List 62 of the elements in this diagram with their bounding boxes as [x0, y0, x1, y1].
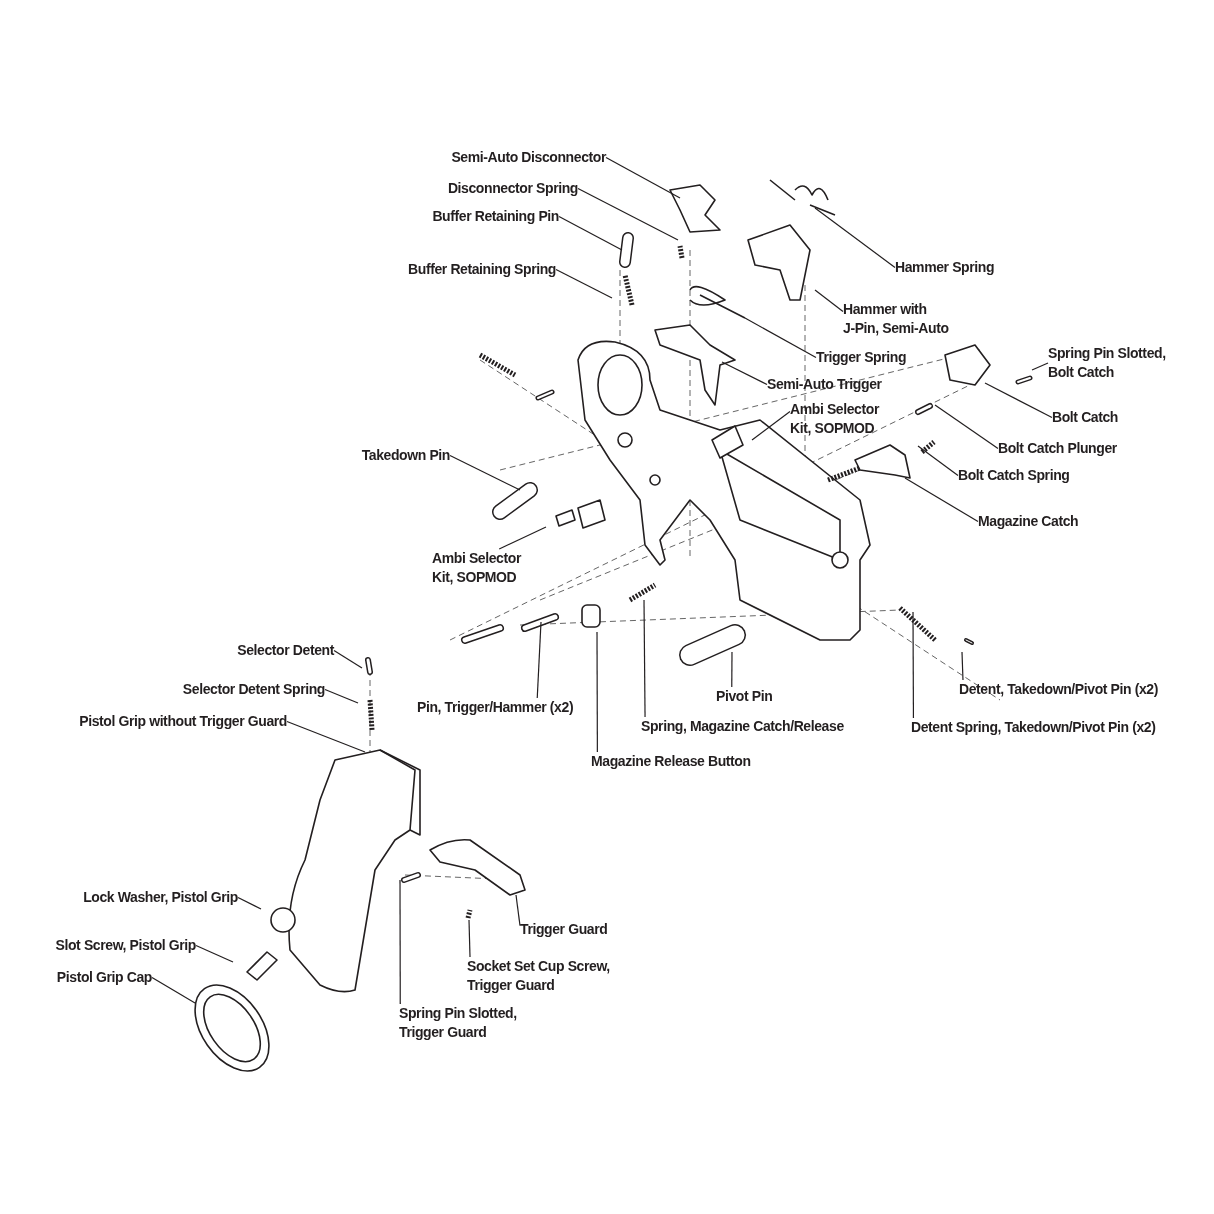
leader-line	[449, 454, 521, 491]
leader-line	[324, 688, 359, 704]
leader-line	[814, 207, 896, 269]
leader-line	[515, 894, 521, 927]
leader-line	[237, 896, 262, 910]
part-label: Takedown Pin	[361, 446, 450, 465]
part-label: Semi-Auto Disconnector	[451, 148, 606, 167]
leader-line	[558, 215, 623, 251]
part-label: Selector Detent Spring	[182, 680, 325, 699]
part-label: Buffer Retaining Spring	[408, 260, 556, 279]
leader-line	[751, 410, 791, 441]
part-label: Ambi Selector Kit, SOPMOD	[790, 400, 882, 438]
leader-line	[286, 720, 366, 753]
part-label: Detent Spring, Takedown/Pivot Pin (x2)	[911, 718, 1156, 737]
part-label: Spring Pin Slotted, Trigger Guard	[399, 1004, 524, 1042]
part-label: Pin, Trigger/Hammer (x2)	[417, 698, 574, 717]
leader-line	[912, 611, 915, 719]
part-label: Socket Set Cup Screw, Trigger Guard	[467, 957, 617, 995]
leader-line	[151, 976, 196, 1004]
part-label: Bolt Catch Spring	[958, 466, 1070, 485]
leader-line	[536, 621, 542, 699]
part-label: Magazine Catch	[978, 512, 1079, 531]
leader-line	[917, 445, 959, 477]
part-label: Trigger Spring	[816, 348, 907, 367]
part-label: Spring, Magazine Catch/Release	[641, 717, 844, 736]
part-label: Pivot Pin	[716, 687, 773, 706]
leader-line	[961, 651, 964, 681]
leader-line	[721, 361, 768, 386]
part-label: Ambi Selector Kit, SOPMOD	[432, 549, 544, 587]
part-label: Bolt Catch Plunger	[998, 439, 1117, 458]
leader-line	[399, 879, 401, 1005]
leader-line	[643, 599, 646, 718]
part-label: Hammer Spring	[895, 258, 995, 277]
leader-line	[605, 156, 681, 199]
part-label: Buffer Retaining Pin	[432, 207, 559, 226]
leader-line	[333, 649, 363, 669]
leader-line	[577, 187, 679, 241]
leader-line	[744, 317, 817, 359]
part-label: Pistol Grip Cap	[56, 968, 152, 987]
leader-line	[195, 944, 234, 963]
part-label: Semi-Auto Trigger	[767, 375, 882, 394]
leader-line	[555, 268, 613, 299]
part-label: Detent, Takedown/Pivot Pin (x2)	[959, 680, 1158, 699]
part-label: Bolt Catch	[1052, 408, 1119, 427]
leader-line	[498, 526, 547, 550]
leader-line	[904, 477, 979, 523]
part-label: Spring Pin Slotted, Bolt Catch	[1048, 344, 1173, 382]
part-label: Disconnector Spring	[447, 179, 578, 198]
leader-line	[596, 631, 598, 753]
part-label: Hammer with J-Pin, Semi-Auto	[843, 300, 955, 338]
leader-line	[468, 919, 471, 958]
leader-line	[984, 382, 1053, 419]
part-label: Magazine Release Button	[591, 752, 751, 771]
leader-line	[731, 651, 733, 688]
part-label: Lock Washer, Pistol Grip	[83, 888, 238, 907]
part-label: Selector Detent	[237, 641, 334, 660]
leader-line	[1031, 362, 1049, 371]
part-label: Slot Screw, Pistol Grip	[55, 936, 196, 955]
leader-line	[934, 404, 999, 450]
part-label: Trigger Guard	[520, 920, 608, 939]
part-label: Pistol Grip without Trigger Guard	[79, 712, 287, 731]
leader-line	[814, 289, 844, 312]
